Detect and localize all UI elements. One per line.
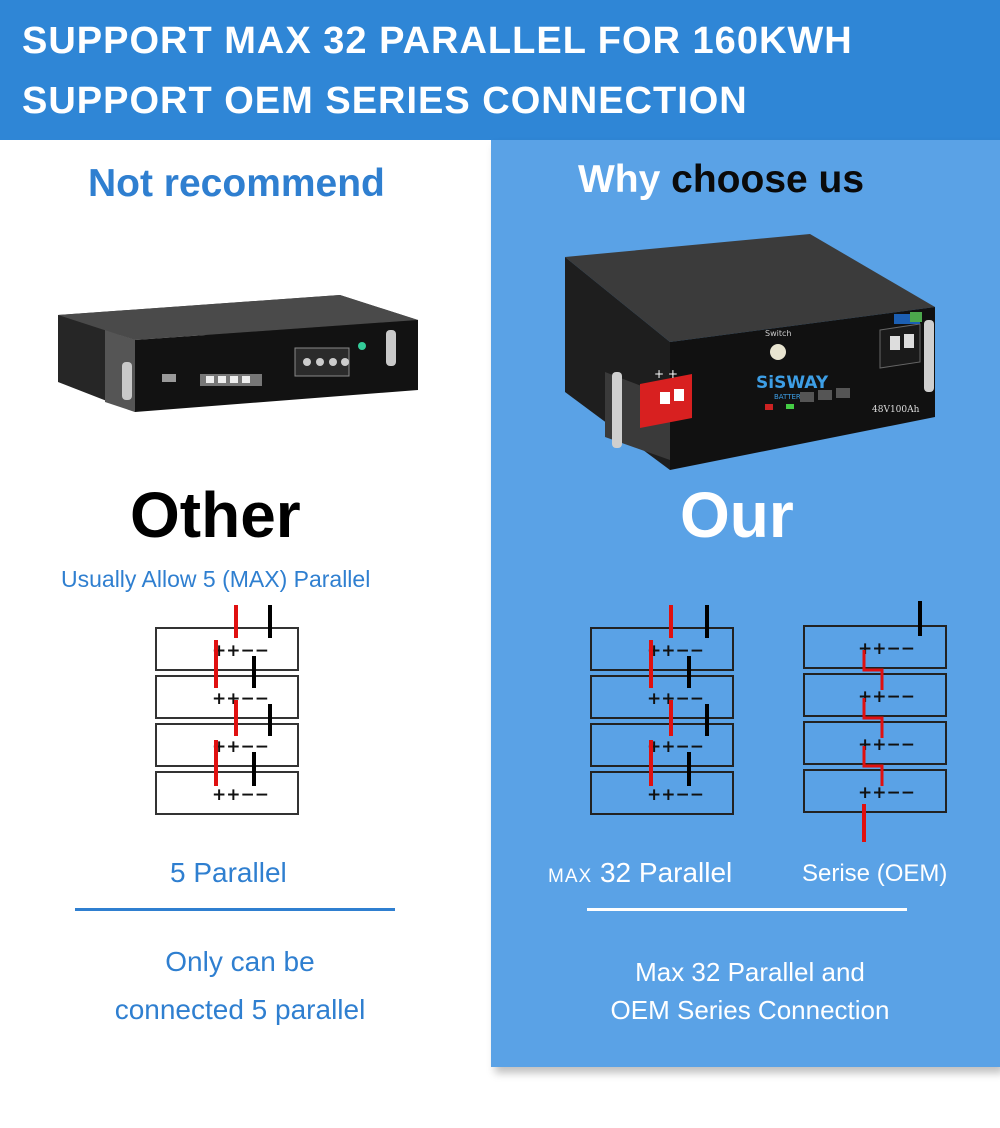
our-description-line-1: Max 32 Parallel and: [635, 957, 865, 987]
our-title: Our: [680, 479, 794, 551]
other-description-line-2: connected 5 parallel: [114, 994, 366, 1025]
other-title: Other: [130, 479, 301, 551]
terminal-label: ++−−: [858, 735, 915, 755]
switch-label: Switch: [765, 329, 791, 338]
left-divider: [75, 908, 395, 911]
terminal-label: ++−−: [212, 737, 269, 757]
svg-text:+ +: + +: [654, 367, 678, 381]
battery-box: [590, 675, 734, 719]
battery-box: [803, 721, 947, 765]
other-subtitle: Usually Allow 5 (MAX) Parallel: [61, 566, 371, 592]
banner-line-2: SUPPORT OEM SERIES CONNECTION: [22, 80, 748, 122]
terminal-label: ++−−: [212, 689, 269, 709]
top-banner: [0, 0, 1000, 140]
five-parallel-caption: 5 Parallel: [170, 857, 287, 888]
heading-part-choose-us: choose us: [671, 158, 865, 201]
terminal-label: ++−−: [647, 689, 704, 709]
our-description: Max 32 Parallel and OEM Series Connectio…: [560, 953, 940, 1029]
other-battery-image: [58, 295, 418, 412]
battery-box: [803, 625, 947, 669]
other-description-line-1: Only can be: [165, 946, 315, 977]
other-description: Only can be connected 5 parallel: [60, 938, 420, 1034]
battery-box: [155, 723, 299, 767]
terminal-label: ++−−: [212, 785, 269, 805]
terminal-label: ++−−: [858, 639, 915, 659]
battery-box: [803, 769, 947, 813]
battery-box: [590, 771, 734, 815]
series-oem-diagram: ++−− ++−− ++−− ++−−: [803, 601, 947, 842]
battery-box: [155, 675, 299, 719]
terminal-label: ++−−: [212, 641, 269, 661]
brand-sub: BATTERY: [774, 393, 805, 401]
terminal-label: ++−−: [647, 737, 704, 757]
not-recommend-heading: Not recommend: [88, 162, 385, 205]
battery-box: [803, 673, 947, 717]
max-32-parallel-caption: MAX 32 Parallel: [548, 857, 732, 889]
terminal-label: ++−−: [647, 785, 704, 805]
our-battery-image: + + Switch SiSWAY BATTERY 48V100Ah: [565, 234, 935, 470]
heading-part-why: Why: [578, 158, 672, 201]
five-parallel-diagram: ++−− ++−− ++−− ++−−: [155, 605, 299, 815]
terminal-label: ++−−: [858, 783, 915, 803]
caption-max: MAX: [548, 866, 593, 887]
battery-box: [155, 771, 299, 815]
our-description-line-2: OEM Series Connection: [610, 995, 890, 1025]
max-32-parallel-diagram: ++−− ++−− ++−− ++−−: [590, 605, 734, 815]
battery-box: [155, 627, 299, 671]
model-label: 48V100Ah: [872, 405, 920, 415]
caption-32-parallel: 32 Parallel: [592, 857, 733, 888]
battery-box: [590, 723, 734, 767]
why-choose-us-heading: Why choose us: [578, 158, 864, 202]
banner-line-1: SUPPORT MAX 32 PARALLEL FOR 160KWH: [22, 20, 853, 62]
terminal-label: ++−−: [647, 641, 704, 661]
brand-logo: SiSWAY: [756, 373, 829, 393]
right-divider: [587, 908, 907, 911]
terminal-label: ++−−: [858, 687, 915, 707]
battery-box: [590, 627, 734, 671]
series-oem-caption: Serise (OEM): [802, 860, 948, 887]
